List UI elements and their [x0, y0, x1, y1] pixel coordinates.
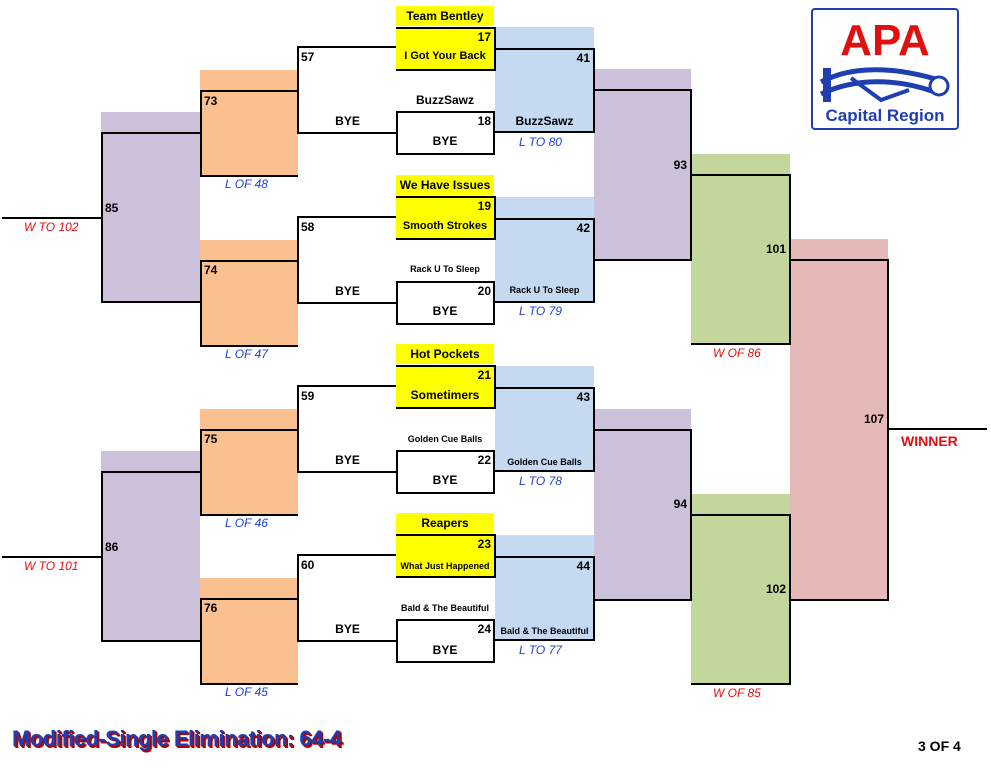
- fill-85: [101, 112, 200, 302]
- team-17a: Team Bentley: [406, 9, 484, 23]
- yellow-21a: [396, 344, 494, 364]
- yellow-19a: [396, 175, 494, 195]
- winner-42: Rack U To Sleep: [509, 285, 580, 295]
- fill-102: [691, 494, 790, 684]
- game-20: 20: [477, 284, 491, 298]
- team-21a: Hot Pockets: [410, 347, 480, 361]
- yellow-17a: [396, 6, 494, 26]
- fill-94: [594, 409, 691, 601]
- game-59: 59: [301, 389, 315, 403]
- game-75: 75: [204, 432, 218, 446]
- team-20a: Rack U To Sleep: [410, 264, 480, 274]
- label-l76: L OF 45: [225, 685, 268, 699]
- game-102: 102: [765, 582, 786, 596]
- team-23a: Reapers: [421, 516, 469, 530]
- label-l74: L OF 47: [225, 347, 268, 361]
- apa-logo-graphic: APA Capital Region: [811, 8, 959, 130]
- game-44: 44: [576, 559, 590, 573]
- game-73: 73: [204, 94, 218, 108]
- game-86: 86: [105, 540, 119, 554]
- match-box-20: [396, 281, 495, 325]
- fill-44: [495, 535, 594, 640]
- game-107: 107: [863, 412, 884, 426]
- match-box-22: [396, 450, 495, 494]
- label-l42: L TO 79: [519, 304, 562, 318]
- game-94: 94: [673, 497, 687, 511]
- yellow-21b: [396, 366, 494, 408]
- fill-86: [101, 451, 200, 641]
- fill-73: [200, 70, 298, 176]
- team-24a: Bald & The Beautiful: [400, 603, 489, 613]
- team-17b: I Got Your Back: [404, 50, 486, 62]
- team-21b: Sometimers: [410, 388, 480, 402]
- label-l44: L TO 77: [519, 643, 562, 657]
- team-19a: We Have Issues: [399, 178, 491, 192]
- fill-101: [691, 154, 790, 344]
- apa-logo: APA Capital Region: [811, 8, 959, 130]
- label-l41: L TO 80: [519, 135, 562, 149]
- game-74: 74: [204, 263, 218, 277]
- team-19b: Smooth Strokes: [402, 220, 488, 232]
- page-number: 3 OF 4: [918, 738, 961, 754]
- game-24: 24: [477, 622, 491, 636]
- fill-75: [200, 409, 298, 515]
- match-box-24: [396, 619, 495, 663]
- bye-59: BYE: [335, 453, 360, 467]
- game-43: 43: [576, 390, 590, 404]
- label-w86: W TO 101: [24, 559, 79, 573]
- game-42: 42: [576, 221, 590, 235]
- fill-76: [200, 578, 298, 684]
- game-41: 41: [576, 51, 590, 65]
- team-22a: Golden Cue Balls: [407, 434, 483, 444]
- game-19: 19: [477, 199, 491, 213]
- team-23b: What Just Happened: [400, 561, 490, 571]
- game-101: 101: [765, 242, 786, 256]
- bye-58: BYE: [335, 284, 360, 298]
- game-17: 17: [477, 30, 491, 44]
- winner-label: WINNER: [901, 433, 958, 449]
- game-21: 21: [477, 368, 491, 382]
- fill-43: [495, 366, 594, 471]
- label-w85: W TO 102: [24, 220, 79, 234]
- label-l75: L OF 46: [225, 516, 268, 530]
- logo-text: APA: [840, 16, 930, 65]
- label-l43: L TO 78: [519, 474, 562, 488]
- team-24b: BYE: [432, 643, 458, 657]
- logo-subtitle: Capital Region: [825, 106, 944, 125]
- game-76: 76: [204, 601, 218, 615]
- fill-107: [790, 239, 888, 600]
- game-58: 58: [301, 220, 315, 234]
- label-w101: W OF 86: [713, 346, 761, 360]
- bye-60: BYE: [335, 622, 360, 636]
- match-box-18: [396, 111, 495, 155]
- game-60: 60: [301, 558, 315, 572]
- winner-41: BuzzSawz: [515, 114, 574, 128]
- team-22b: BYE: [432, 473, 458, 487]
- yellow-19b: [396, 197, 494, 239]
- yellow-17b: [396, 28, 494, 70]
- game-93: 93: [673, 158, 687, 172]
- label-l73: L OF 48: [225, 177, 268, 191]
- fill-74: [200, 240, 298, 346]
- game-22: 22: [477, 453, 491, 467]
- winner-44: Bald & The Beautiful: [500, 626, 589, 636]
- footer-title: Modified-Single Elimination: 64-4: [12, 726, 342, 751]
- game-57: 57: [301, 50, 315, 64]
- yellow-23a: [396, 513, 494, 533]
- game-23: 23: [477, 537, 491, 551]
- game-18: 18: [477, 114, 491, 128]
- fill-42: [495, 197, 594, 302]
- label-w102: W OF 85: [713, 686, 761, 700]
- yellow-23b: [396, 535, 494, 577]
- fill-41: [495, 27, 594, 132]
- fill-93: [594, 69, 691, 261]
- winner-43: Golden Cue Balls: [507, 457, 582, 467]
- bye-57: BYE: [335, 114, 360, 128]
- team-18b: BYE: [432, 134, 458, 148]
- team-20b: BYE: [432, 304, 458, 318]
- team-18a: BuzzSawz: [415, 93, 474, 107]
- game-85: 85: [105, 201, 119, 215]
